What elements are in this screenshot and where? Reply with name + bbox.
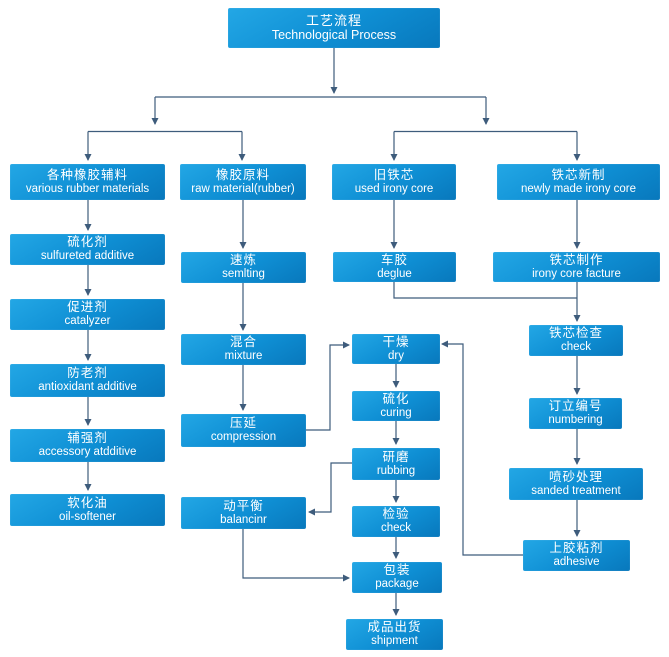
label-en: compression [210,431,277,444]
label-zh: 硫化 [382,391,410,406]
label-zh: 研磨 [382,449,410,464]
label-zh: 喷砂处理 [548,469,603,484]
node-antioxidant-additive: 防老剂 antioxidant additive [10,364,165,397]
label-en: sanded treatment [531,484,621,497]
node-sanded-treatment: 喷砂处理 sanded treatment [509,468,643,500]
label-zh: 包装 [383,563,411,578]
node-irony-core-facture: 铁芯制作 irony core facture [493,252,660,282]
label-zh: 铁芯新制 [551,167,606,182]
label-zh: 旧铁芯 [373,167,415,182]
label-en: curing [380,406,412,419]
node-balancing: 动平衡 balancinr [181,497,306,529]
label-zh: 橡胶原料 [215,167,270,182]
label-zh: 动平衡 [223,498,264,513]
node-accessory-additive: 辅强剂 accessory atdditive [10,429,165,462]
label-zh: 促进剂 [67,300,108,315]
label-en: balancinr [220,513,267,526]
label-zh: 铁芯制作 [549,252,604,267]
label-zh: 铁芯检查 [548,326,603,341]
label-en: dry [388,349,404,362]
label-zh: 订立编号 [548,399,603,414]
label-en: numbering [548,414,603,427]
label-en: various rubber materials [25,182,150,195]
label-zh: 防老剂 [67,366,108,381]
label-en: semlting [222,268,265,281]
label-en: mixture [224,350,263,363]
label-en: shipment [371,635,418,648]
label-en: check [560,341,592,354]
label-zh: 压延 [229,416,257,431]
node-sulfureted-additive: 硫化剂 sulfureted additive [10,234,165,265]
label-en: oil-softener [59,510,116,523]
label-en: check [380,522,412,535]
node-adhesive: 上胶粘剂 adhesive [523,540,630,571]
node-numbering: 订立编号 numbering [529,398,622,429]
label-zh: 混合 [229,335,257,350]
label-en: sulfureted additive [40,250,135,263]
node-title-zh: 工艺流程 [305,12,362,28]
label-zh: 各种橡胶辅料 [46,167,128,182]
node-check: 检验 check [352,506,440,537]
node-shipment: 成品出货 shipment [346,619,443,650]
label-zh: 干燥 [382,334,410,349]
node-used-irony-core: 旧铁芯 used irony core [332,164,456,200]
label-zh: 辅强剂 [67,431,108,446]
label-zh: 速炼 [229,253,257,268]
label-en: antioxidant additive [38,381,137,394]
irony-core-connectors [390,200,581,556]
node-package: 包装 package [352,562,442,593]
label-en: deglue [377,267,412,280]
node-deglue: 车胶 deglue [333,252,456,282]
label-zh: 硫化剂 [67,235,108,250]
top-tree-connectors [84,48,581,161]
label-en: accessory atdditive [38,446,137,459]
node-title: 工艺流程 Technological Process [228,8,440,48]
label-en: adhesive [553,556,600,569]
label-zh: 上胶粘剂 [549,541,604,556]
node-smelting: 速炼 semlting [181,252,306,283]
node-catalyzer: 促进剂 catalyzer [10,299,165,330]
label-en: catalyzer [64,315,111,328]
node-curing: 硫化 curing [352,391,440,421]
label-zh: 检验 [382,507,410,522]
label-en: raw material(rubber) [191,182,295,195]
label-en: package [375,578,419,591]
node-core-check: 铁芯检查 check [529,325,623,356]
label-zh: 成品出货 [367,620,422,635]
rubber-process-connectors [239,200,352,582]
node-dry: 干燥 dry [352,334,440,364]
node-oil-softener: 软化油 oil-softener [10,494,165,526]
node-raw-material: 橡胶原料 raw material(rubber) [180,164,306,200]
node-mixture: 混合 mixture [181,334,306,365]
node-compression: 压延 compression [181,414,306,447]
label-en: newly made irony core [520,182,637,195]
node-various-rubber-materials: 各种橡胶辅料 various rubber materials [10,164,165,200]
label-en: used irony core [354,182,434,195]
node-title-en: Technological Process [271,28,397,43]
label-en: rubbing [376,464,416,477]
label-zh: 车胶 [380,252,408,267]
node-newly-made-irony-core: 铁芯新制 newly made irony core [497,164,660,200]
label-zh: 软化油 [67,495,108,510]
label-en: irony core facture [532,267,621,280]
node-rubbing: 研磨 rubbing [352,448,440,480]
